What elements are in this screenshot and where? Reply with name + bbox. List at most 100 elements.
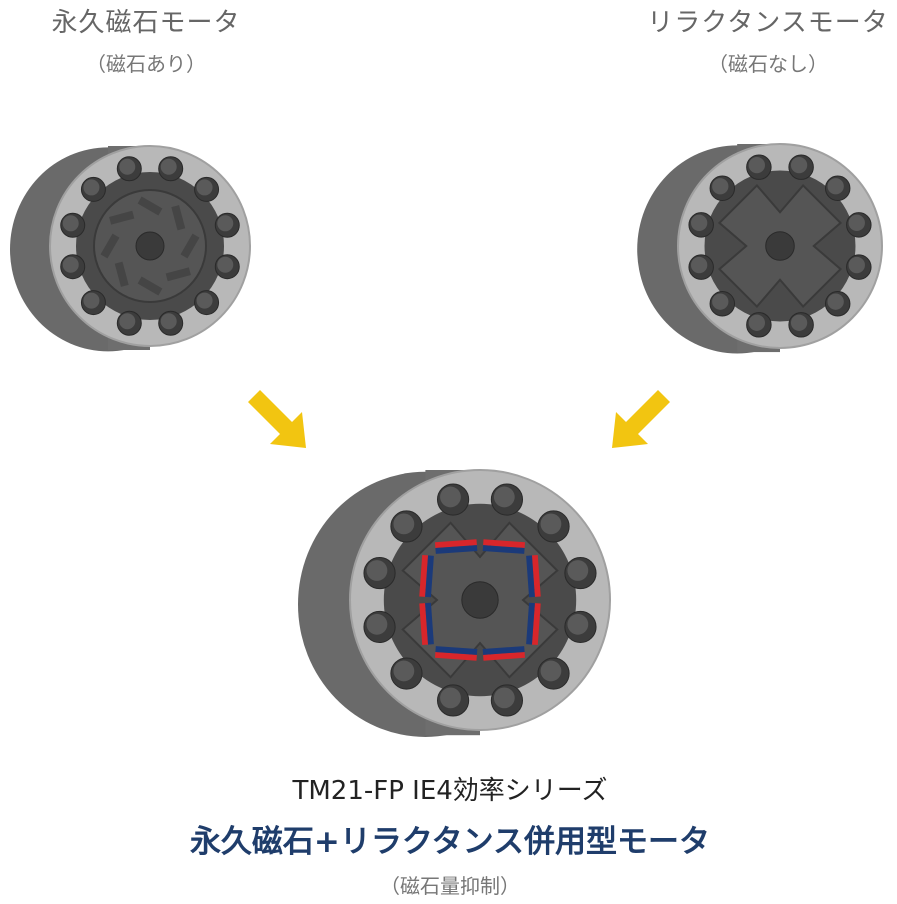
- combined-motor-magnet-south: [435, 646, 478, 655]
- pm-motor-slot-winding: [196, 292, 213, 309]
- reluctance-motor-slot-winding: [712, 178, 729, 195]
- combined-motor-magnet-north: [483, 651, 526, 661]
- combined-motor-slot-winding: [440, 486, 461, 508]
- pm-motor-stator-slot: [194, 176, 220, 202]
- pm-motor-stator-slot: [60, 212, 86, 238]
- reluctance-motor-slot-winding: [790, 156, 808, 174]
- pm-motor-stator-slot: [60, 254, 86, 280]
- pm-motor-stator-slot: [158, 310, 184, 336]
- reluctance-motor-slot-winding: [712, 293, 729, 310]
- combined-motor-slot-winding: [493, 486, 515, 508]
- pm-motor-slot-winding: [160, 313, 177, 330]
- pm-motor-magnet-slot: [109, 210, 135, 225]
- reluctance-motor-slot-winding: [790, 314, 808, 331]
- pm-motor-slot-winding: [83, 179, 100, 196]
- combined-motor-stator-slot: [490, 483, 524, 516]
- combined-motor-slot-winding: [493, 687, 515, 709]
- pm-motor-stator-face: [49, 145, 251, 347]
- reluctance-motor-stator-face: [677, 143, 883, 349]
- combined-motor-stator-slot: [436, 684, 470, 717]
- combined-motor-magnet-north: [531, 603, 541, 646]
- combined-motor-magnet-south: [526, 602, 535, 645]
- pm-motor-slot-winding: [160, 158, 177, 175]
- reluctance-motor-stator-bore: [704, 170, 856, 322]
- combined-motor-slot-winding: [393, 513, 415, 535]
- pm-motor-slot-winding: [119, 158, 136, 175]
- combined-motor-stator-slot: [363, 610, 396, 644]
- combined-motor-slot-winding: [366, 560, 388, 581]
- combined-motor-magnet-south: [482, 646, 525, 655]
- pm-motor-magnet-slot: [171, 205, 186, 231]
- pm-motor-stator-slot: [80, 290, 106, 316]
- combined-motor-magnet-south: [435, 545, 478, 554]
- reluctance-motor-slot-winding: [827, 293, 844, 310]
- combined-motor-rotor: [401, 521, 559, 679]
- reluctance-motor-stator-slot: [788, 312, 814, 338]
- combined-motor-group: [298, 469, 611, 737]
- reluctance-motor-slot-winding: [748, 156, 766, 174]
- pm-motor-shaft: [135, 231, 165, 261]
- arrow-left-shape: [248, 390, 306, 448]
- combined-motor-magnet-north: [434, 539, 477, 549]
- reluctance-motor-stator-slot: [846, 254, 872, 280]
- combined-motor-stator-slot: [390, 510, 423, 543]
- reluctance-motor-slot-winding: [848, 256, 865, 274]
- combined-motor-stator-slot: [390, 657, 423, 690]
- reluctance-motor-group: [637, 143, 883, 354]
- reluctance-motor-housing-side: [737, 144, 780, 353]
- combined-motor-slot-winding: [366, 613, 388, 635]
- pm-motor-title: 永久磁石モータ: [51, 8, 241, 38]
- reluctance-motor-title: リラクタンスモータ: [647, 8, 889, 38]
- reluctance-motor-stator-slot: [788, 154, 814, 180]
- combined-motor-slot-winding: [540, 513, 562, 535]
- combined-motor-slot-winding: [567, 613, 589, 635]
- pm-motor-slot-winding: [62, 215, 79, 232]
- combined-motor-slot-winding: [540, 660, 562, 682]
- pm-motor-slot-winding: [119, 313, 136, 330]
- combined-motor-shaft: [461, 581, 499, 619]
- reluctance-motor-slot-winding: [690, 256, 708, 274]
- reluctance-motor-stator-slot: [824, 175, 851, 202]
- combined-motor-slot-winding: [440, 687, 461, 709]
- combined-motor-magnet-south: [526, 555, 535, 598]
- combined-motor-stator-face: [349, 469, 611, 731]
- pm-motor-stator-slot: [80, 176, 106, 202]
- arrow-right-shape: [612, 390, 670, 448]
- reluctance-motor-housing-back: [637, 145, 838, 354]
- reluctance-motor-stator-slot: [688, 212, 714, 238]
- reluctance-motor-subtitle: （磁石なし）: [708, 52, 828, 76]
- pm-motor-stator-slot: [214, 254, 240, 280]
- combined-motor-stator-slot: [564, 610, 597, 644]
- combined-motor-magnet-north: [419, 603, 429, 646]
- reluctance-motor-slot-winding: [848, 214, 865, 232]
- combined-motor-stator-slot: [363, 556, 396, 590]
- combined-motor-stator-slot: [537, 510, 570, 543]
- reluctance-motor-stator-slot: [846, 212, 872, 238]
- pm-motor-stator-slot: [116, 156, 142, 182]
- pm-motor-stator-bore: [76, 172, 224, 320]
- combined-motor-housing-back: [298, 471, 553, 737]
- pm-motor-slot-winding: [217, 215, 234, 232]
- combined-motor-stator-slot: [537, 657, 570, 690]
- pm-motor-magnet-slot: [100, 233, 120, 259]
- pm-motor-stator-slot: [214, 212, 240, 238]
- pm-motor-stator-slot: [158, 156, 184, 182]
- combined-motor-subtitle: （磁石量抑制）: [380, 874, 520, 898]
- combined-motor-slot-winding: [567, 560, 589, 581]
- reluctance-motor-slot-winding: [690, 214, 708, 232]
- pm-motor-housing-side: [108, 146, 150, 350]
- combined-motor-magnet-north: [483, 539, 526, 549]
- reluctance-motor-rotor: [717, 183, 843, 309]
- reluctance-motor-stator-slot: [824, 290, 851, 317]
- pm-motor-slot-winding: [217, 256, 234, 273]
- pm-motor-slot-winding: [83, 292, 100, 309]
- arrow-reluctance-to-combined: [612, 390, 670, 448]
- combined-motor-stator-slot: [436, 483, 470, 516]
- pm-motor-magnet-slot: [137, 276, 163, 296]
- reluctance-motor-stator-slot: [688, 254, 714, 280]
- reluctance-motor-shaft: [765, 231, 795, 261]
- reluctance-motor-stator-slot: [709, 175, 736, 202]
- combined-motor-magnet-south: [425, 602, 434, 645]
- pm-motor-stator-slot: [194, 290, 220, 316]
